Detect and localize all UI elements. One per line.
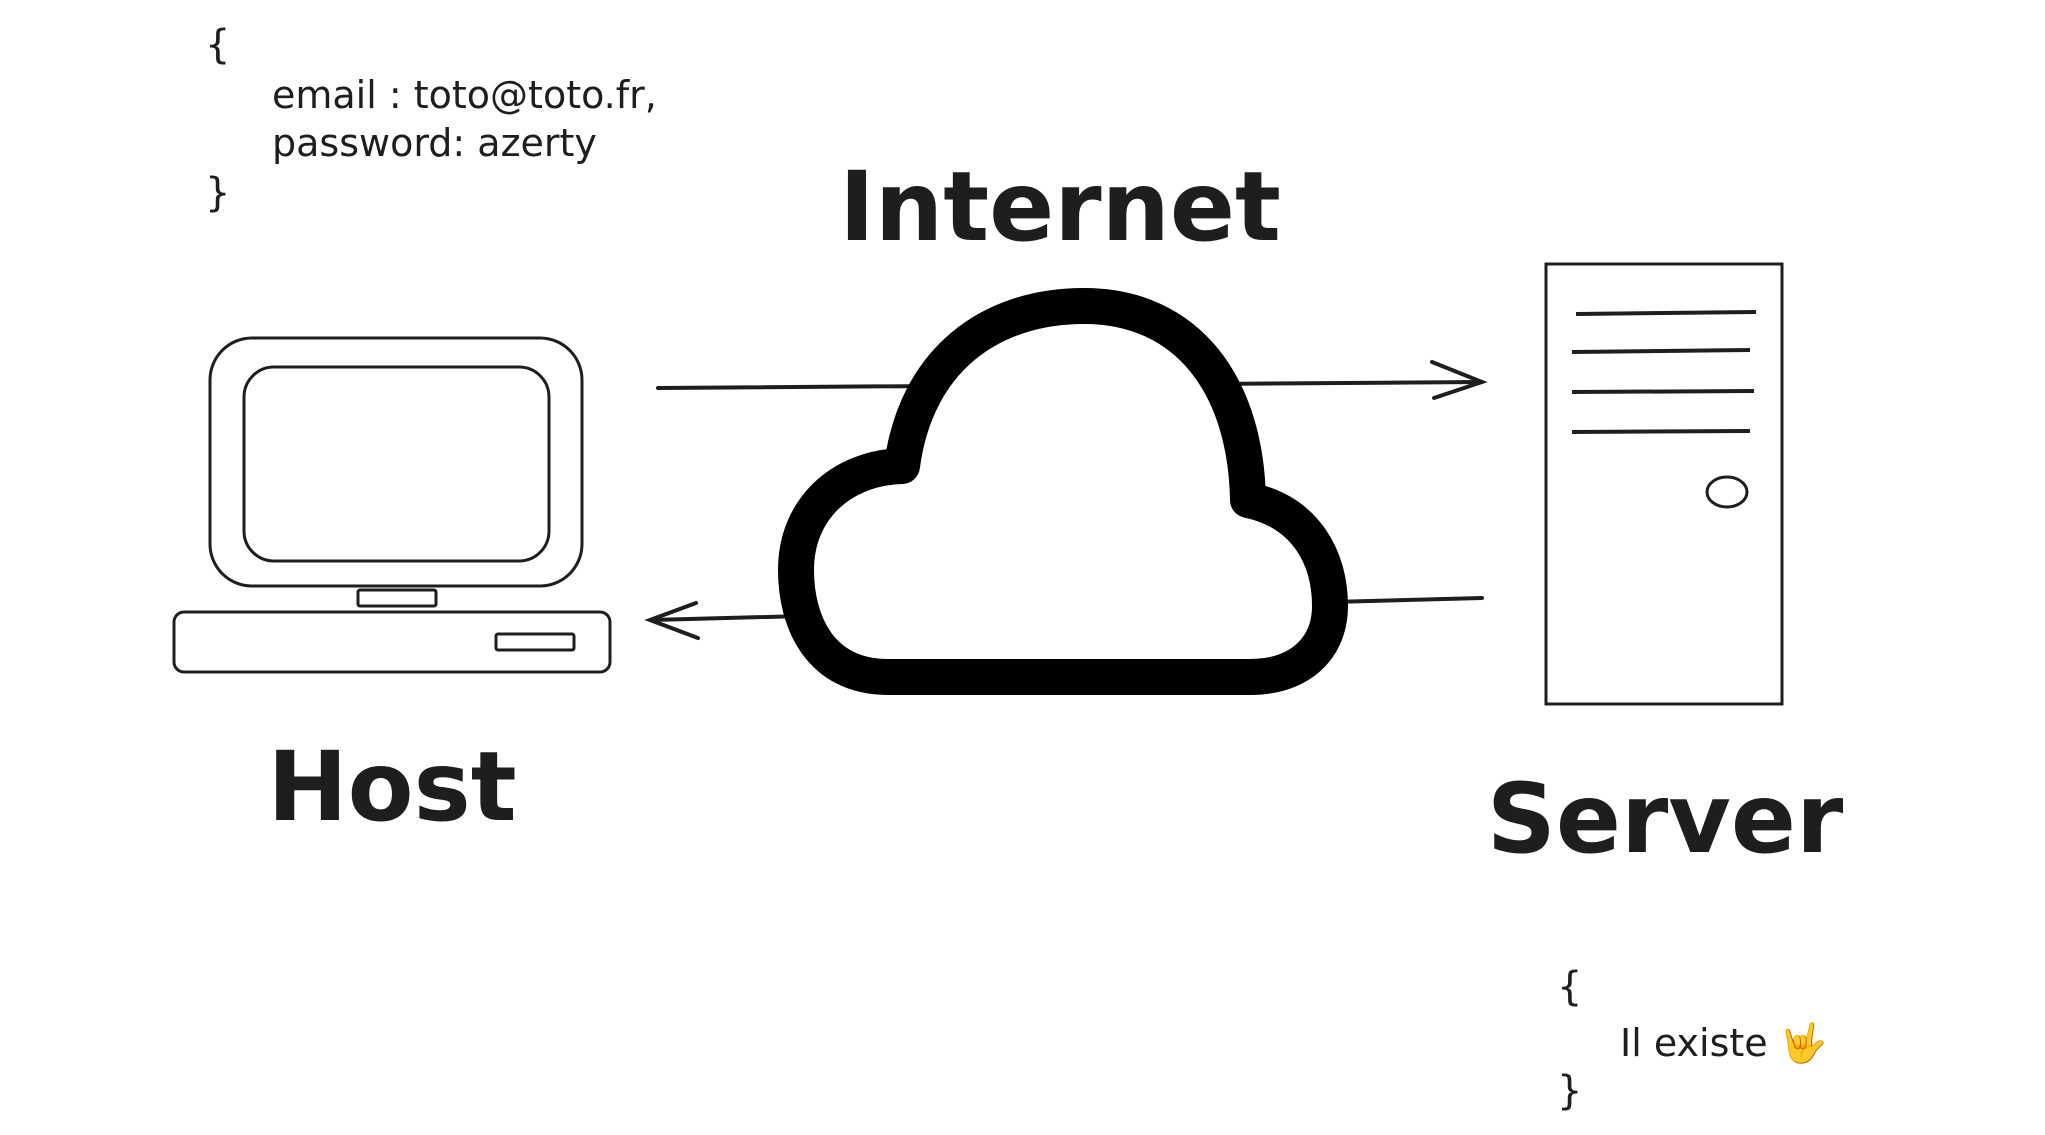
server-case bbox=[1544, 262, 1784, 706]
server-power-button bbox=[1705, 475, 1749, 509]
server-label: Server bbox=[1487, 763, 1844, 875]
response-payload: { Il existe 🤟 } bbox=[1557, 964, 1827, 1114]
computer-base bbox=[172, 610, 612, 674]
cloud-icon bbox=[778, 288, 1348, 695]
response-open-brace: { bbox=[1557, 964, 1582, 1010]
request-open-brace: { bbox=[205, 22, 230, 68]
request-password-line: password: azerty bbox=[272, 121, 597, 165]
monitor-screen bbox=[242, 365, 551, 563]
server-drive-bay bbox=[1571, 429, 1751, 434]
server-drive-bay bbox=[1575, 310, 1757, 316]
internet-label: Internet bbox=[839, 151, 1281, 263]
server-tower-icon bbox=[1544, 262, 1784, 706]
host-computer-icon bbox=[172, 336, 612, 674]
server-drive-bay bbox=[1571, 348, 1751, 354]
monitor-frame bbox=[208, 336, 584, 588]
response-message-line: Il existe 🤟 bbox=[1620, 1021, 1827, 1067]
request-payload: { email : toto@toto.fr, password: azerty… bbox=[205, 22, 657, 216]
disk-drive-slot bbox=[494, 632, 576, 652]
request-arrow-head bbox=[1430, 360, 1488, 400]
response-arrow-head bbox=[644, 601, 700, 640]
monitor-stand bbox=[356, 588, 438, 608]
server-drive-bay bbox=[1571, 389, 1755, 394]
request-email-line: email : toto@toto.fr, bbox=[272, 73, 657, 117]
request-close-brace: } bbox=[205, 170, 230, 216]
host-label: Host bbox=[267, 731, 516, 843]
response-close-brace: } bbox=[1557, 1068, 1582, 1114]
